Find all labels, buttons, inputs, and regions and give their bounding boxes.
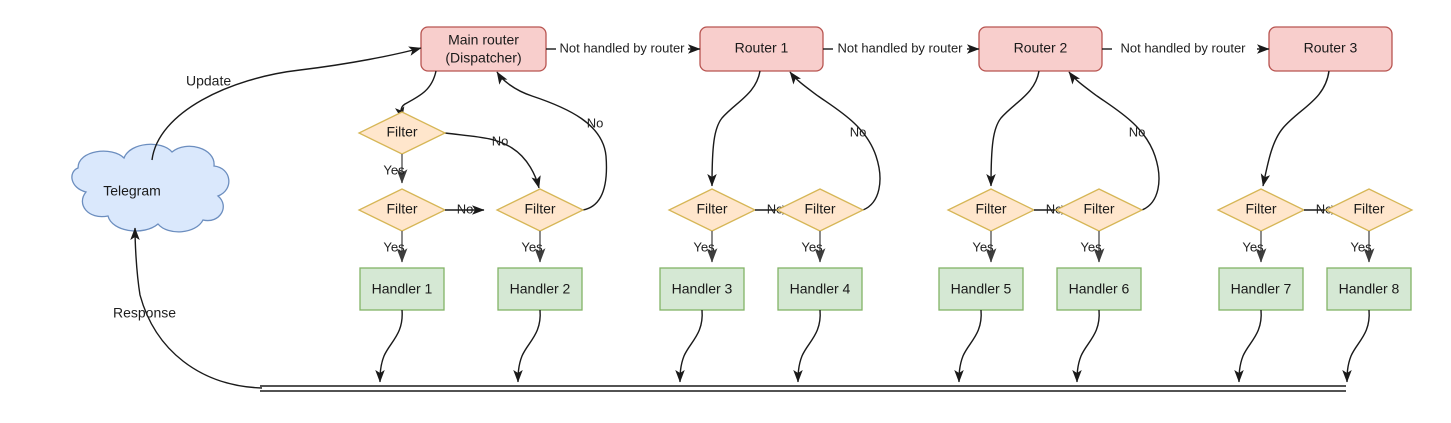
edge-main-to-filter1 [394, 70, 437, 120]
node-filter-1[interactable]: Filter [357, 111, 447, 155]
handler-2-label: Handler 2 [510, 281, 571, 297]
handler-6-label: Handler 6 [1069, 281, 1130, 297]
edge-label-not-handled-1: Not handled by router [559, 40, 685, 55]
edge-label-yes-3: Yes [521, 239, 543, 254]
node-filter-3[interactable]: Filter [495, 188, 585, 232]
edge-label-no-1: No [492, 133, 509, 148]
edge-filter2-yes: Yes [383, 231, 408, 263]
edge-label-yes-8: Yes [1242, 239, 1264, 254]
node-handler-5[interactable]: Handler 5 [938, 267, 1024, 311]
node-filter-5[interactable]: Filter [775, 188, 865, 232]
filter-5-label: Filter [804, 201, 835, 217]
edge-filter8-yes: Yes [1242, 231, 1267, 263]
node-router-2[interactable]: Router 2 [978, 26, 1103, 72]
edge-filter-return-router2: No [1068, 71, 1160, 211]
filter-6-label: Filter [975, 201, 1006, 217]
edge-label-no-3: No [457, 201, 474, 216]
edge-label-no-5: No [767, 201, 784, 216]
edge-filter1-yes: Yes [383, 154, 408, 184]
edge-response: Response [113, 227, 263, 389]
edge-filter-return-router1: No [789, 71, 881, 211]
node-handler-4[interactable]: Handler 4 [777, 267, 863, 311]
filter-3-label: Filter [524, 201, 555, 217]
edge-label-yes-7: Yes [1080, 239, 1102, 254]
node-telegram-cloud[interactable]: Telegram [71, 143, 230, 233]
node-handler-3[interactable]: Handler 3 [659, 267, 745, 311]
handler-3-label: Handler 3 [672, 281, 733, 297]
edge-filter6-yes: Yes [972, 231, 997, 263]
handler-4-label: Handler 4 [790, 281, 851, 297]
node-filter-4[interactable]: Filter [667, 188, 757, 232]
edge-router3-to-filter8 [1260, 70, 1330, 187]
edge-filter-return-main: No [496, 71, 608, 211]
edge-label-no-8: No [1316, 201, 1333, 216]
router-3-label: Router 3 [1304, 40, 1358, 56]
main-router-label-line2: (Dispatcher) [445, 50, 521, 66]
filter-8-label: Filter [1245, 201, 1276, 217]
node-handler-2[interactable]: Handler 2 [497, 267, 583, 311]
edge-update: Update [151, 46, 422, 161]
response-bus [260, 385, 1346, 392]
edge-router1-to-filter4 [707, 70, 761, 187]
handler-8-label: Handler 8 [1339, 281, 1400, 297]
edge-label-no-4: No [850, 124, 867, 139]
filter-7-label: Filter [1083, 201, 1114, 217]
handler-1-label: Handler 1 [372, 281, 433, 297]
filter-1-label: Filter [386, 124, 417, 140]
node-filter-2[interactable]: Filter [357, 188, 447, 232]
filter-9-label: Filter [1353, 201, 1384, 217]
edge-label-yes-6: Yes [972, 239, 994, 254]
edge-handlers-to-bus [375, 309, 1370, 383]
filter-4-label: Filter [696, 201, 727, 217]
node-filter-7[interactable]: Filter [1054, 188, 1144, 232]
node-handler-7[interactable]: Handler 7 [1218, 267, 1304, 311]
edge-router1-to-router2: Not handled by router [823, 40, 980, 55]
edge-filter5-yes: Yes [801, 231, 826, 263]
node-filter-9[interactable]: Filter [1324, 188, 1414, 232]
node-filter-8[interactable]: Filter [1216, 188, 1306, 232]
edge-main-to-router1: Not handled by router [546, 40, 701, 55]
edge-label-yes-4: Yes [693, 239, 715, 254]
edge-label-no-7: No [1046, 201, 1063, 216]
edge-filter9-yes: Yes [1350, 231, 1375, 263]
main-router-label-line1: Main router [448, 32, 519, 48]
edge-label-yes-5: Yes [801, 239, 823, 254]
edge-filter3-yes: Yes [521, 231, 546, 263]
edge-filter2-no: No [445, 201, 485, 216]
handler-7-label: Handler 7 [1231, 281, 1292, 297]
node-router-1[interactable]: Router 1 [699, 26, 824, 72]
edge-router2-to-router3: Not handled by router [1102, 40, 1270, 55]
node-filter-6[interactable]: Filter [946, 188, 1036, 232]
edge-filter7-yes: Yes [1080, 231, 1105, 263]
router-1-label: Router 1 [735, 40, 789, 56]
node-main-router[interactable]: Main router (Dispatcher) [420, 26, 547, 72]
node-handler-8[interactable]: Handler 8 [1326, 267, 1412, 311]
edge-router2-to-filter6 [986, 70, 1040, 187]
filter-2-label: Filter [386, 201, 417, 217]
edge-filter1-no: No [444, 132, 541, 189]
node-handler-1[interactable]: Handler 1 [359, 267, 445, 311]
handler-5-label: Handler 5 [951, 281, 1012, 297]
edge-label-yes-2: Yes [383, 239, 405, 254]
router-2-label: Router 2 [1014, 40, 1068, 56]
edge-label-no-2: No [587, 115, 604, 130]
edge-label-no-6: No [1129, 124, 1146, 139]
edge-label-response: Response [113, 305, 176, 321]
edge-filter4-yes: Yes [693, 231, 718, 263]
edge-label-not-handled-2: Not handled by router [837, 40, 963, 55]
edge-label-yes-9: Yes [1350, 239, 1372, 254]
node-handler-6[interactable]: Handler 6 [1056, 267, 1142, 311]
node-router-3[interactable]: Router 3 [1268, 26, 1393, 72]
edge-label-not-handled-3: Not handled by router [1120, 40, 1246, 55]
edge-label-yes-1: Yes [383, 162, 405, 177]
telegram-label: Telegram [103, 183, 161, 199]
edge-label-update: Update [186, 73, 231, 89]
